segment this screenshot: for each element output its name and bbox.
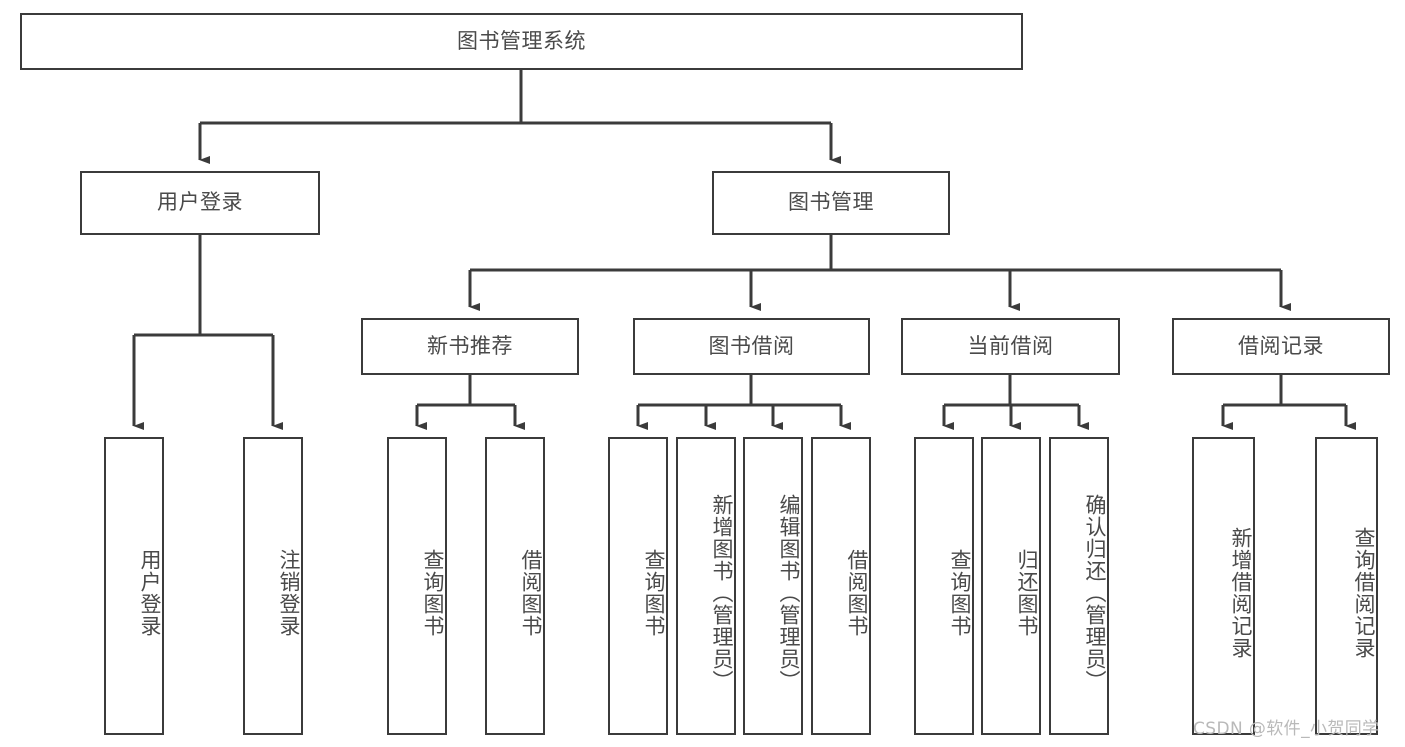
node-leaf-user-login-action[interactable]: 用户登录	[104, 437, 164, 735]
node-leaf-user-logout-action[interactable]: 注销登录	[243, 437, 303, 735]
node-leaf-query-book-recommend[interactable]: 查询图书	[387, 437, 447, 735]
node-book-borrow[interactable]: 图书借阅	[633, 318, 870, 375]
node-leaf-add-borrow-record[interactable]: 新增借阅记录	[1192, 437, 1255, 735]
node-label: 用户登录	[138, 549, 162, 637]
node-label: 查询图书	[948, 549, 972, 637]
node-label: 借阅记录	[1238, 333, 1324, 358]
node-label: 归还图书	[1015, 549, 1039, 637]
node-label: 用户登录	[157, 190, 243, 215]
node-leaf-query-book-borrow[interactable]: 查询图书	[608, 437, 668, 735]
node-user-login[interactable]: 用户登录	[80, 171, 320, 235]
node-new-book-recommend[interactable]: 新书推荐	[361, 318, 579, 375]
node-label: 查询图书	[421, 549, 445, 637]
csdn-watermark: CSDN @软件_小贺同学	[1193, 719, 1380, 739]
node-label: 借阅图书	[519, 549, 543, 637]
node-label: 注销登录	[277, 549, 301, 637]
node-leaf-add-book-admin[interactable]: 新增图书（管理员）	[676, 437, 736, 735]
node-label: 图书管理系统	[457, 28, 586, 53]
node-leaf-query-book-current[interactable]: 查询图书	[914, 437, 974, 735]
node-label: 新增图书（管理员）	[710, 494, 734, 692]
node-label: 借阅图书	[845, 549, 869, 637]
node-leaf-return-book[interactable]: 归还图书	[981, 437, 1041, 735]
node-label: 当前借阅	[967, 333, 1054, 358]
node-leaf-confirm-return-admin[interactable]: 确认归还（管理员）	[1049, 437, 1109, 735]
node-leaf-edit-book-admin[interactable]: 编辑图书（管理员）	[743, 437, 803, 735]
node-label: 图书管理	[788, 190, 874, 215]
node-label: 新增借阅记录	[1229, 527, 1253, 659]
node-leaf-borrow-book-recommend[interactable]: 借阅图书	[485, 437, 545, 735]
node-label: 确认归还（管理员）	[1083, 494, 1107, 692]
node-current-borrow[interactable]: 当前借阅	[901, 318, 1120, 375]
node-borrow-record[interactable]: 借阅记录	[1172, 318, 1390, 375]
node-label: 编辑图书（管理员）	[777, 494, 801, 692]
node-book-manage[interactable]: 图书管理	[712, 171, 950, 235]
node-leaf-borrow-book-borrow[interactable]: 借阅图书	[811, 437, 871, 735]
node-label: 查询图书	[642, 549, 666, 637]
node-label: 新书推荐	[427, 333, 513, 358]
node-leaf-query-borrow-record[interactable]: 查询借阅记录	[1315, 437, 1378, 735]
node-label: 图书借阅	[708, 333, 795, 358]
node-label: 查询借阅记录	[1352, 527, 1376, 659]
node-root-system[interactable]: 图书管理系统	[20, 13, 1023, 70]
